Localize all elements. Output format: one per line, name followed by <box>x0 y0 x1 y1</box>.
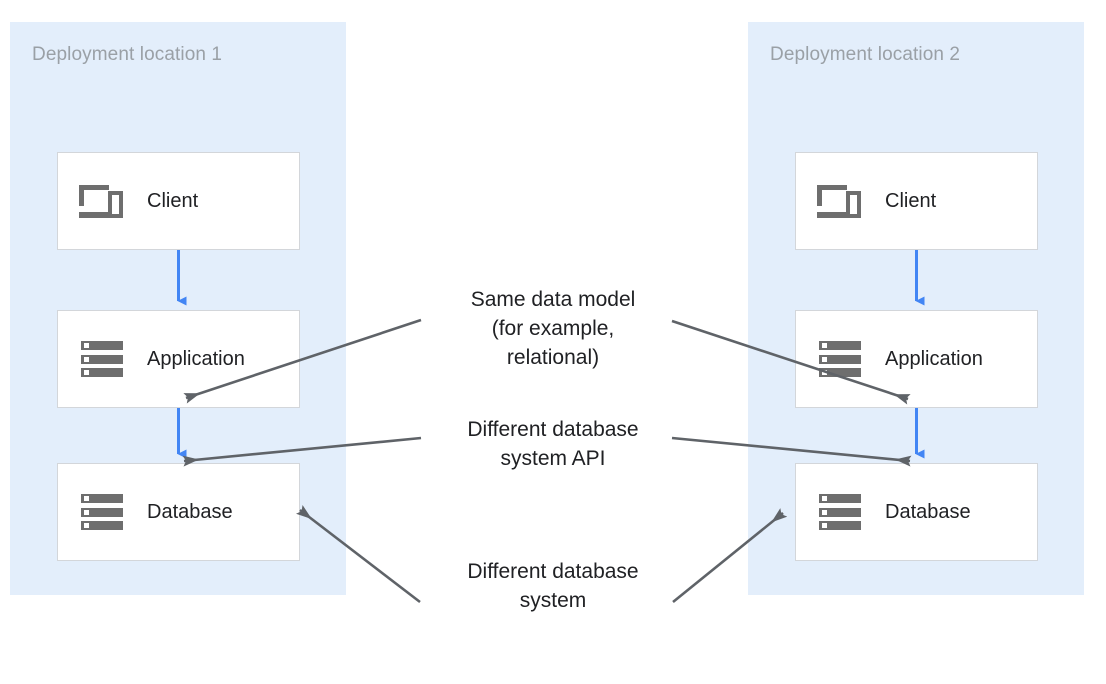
server-stack-icon <box>817 489 863 535</box>
server-stack-icon <box>817 336 863 382</box>
node-application-2[interactable]: Application <box>795 310 1038 408</box>
node-client-1-label: Client <box>147 189 199 212</box>
client-devices-icon <box>79 178 125 224</box>
node-application-2-label: Application <box>885 347 983 370</box>
deployment-location-1-title: Deployment location 1 <box>32 44 223 65</box>
deployment-location-2-title: Deployment location 2 <box>770 44 961 65</box>
node-client-2[interactable]: Client <box>795 152 1038 250</box>
server-stack-icon <box>79 489 125 535</box>
node-database-1-label: Database <box>147 500 233 523</box>
annotation-same-data-model: Same data model (for example, relational… <box>470 288 636 369</box>
client-devices-icon <box>817 178 863 224</box>
node-application-1[interactable]: Application <box>57 310 300 408</box>
node-database-1[interactable]: Database <box>57 463 300 561</box>
node-database-2[interactable]: Database <box>795 463 1038 561</box>
annotation-different-database-system-api: Different database system API <box>467 418 639 470</box>
node-client-1[interactable]: Client <box>57 152 300 250</box>
node-application-1-label: Application <box>147 347 245 370</box>
annotation-different-database-system: Different database system <box>467 560 639 612</box>
server-stack-icon <box>79 336 125 382</box>
node-client-2-label: Client <box>885 189 937 212</box>
node-database-2-label: Database <box>885 500 971 523</box>
